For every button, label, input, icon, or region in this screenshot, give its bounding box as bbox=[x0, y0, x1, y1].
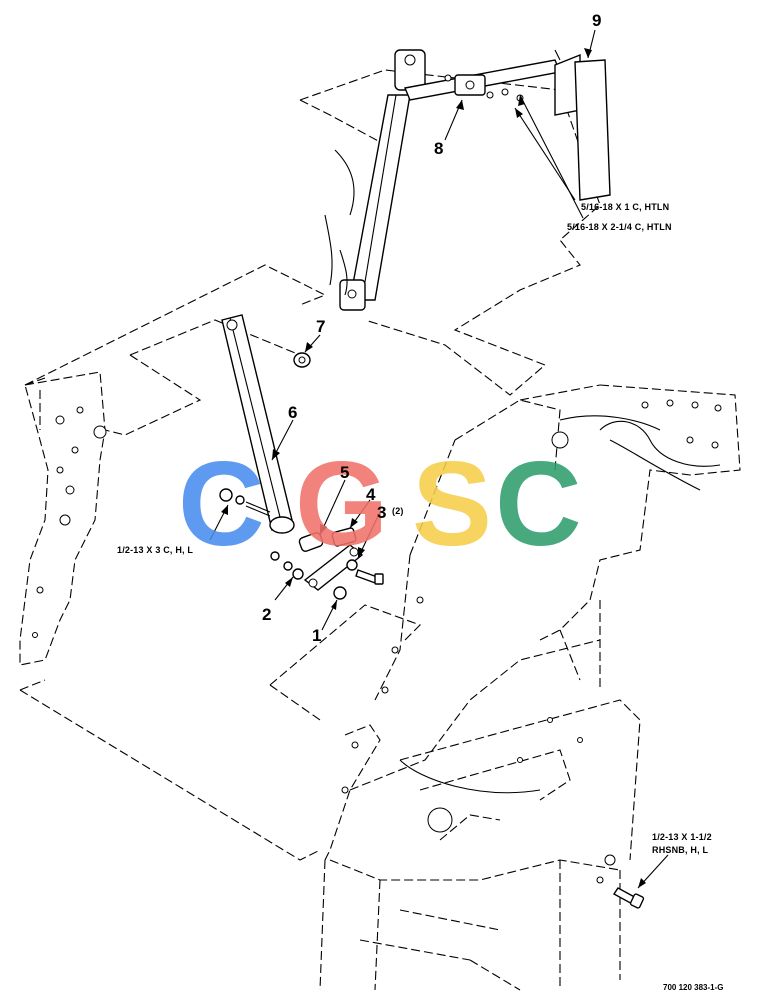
part-4-block bbox=[331, 527, 357, 547]
part-5-spacer bbox=[298, 532, 324, 552]
callout-3-qty: (2) bbox=[392, 506, 404, 516]
callout-5: 5 bbox=[340, 463, 349, 482]
upper-deck-outline bbox=[299, 69, 601, 396]
part-1-nut bbox=[333, 586, 347, 600]
linkage-bracket bbox=[404, 59, 561, 102]
callout-1: 1 bbox=[312, 626, 321, 645]
bolt-c-hardware bbox=[219, 488, 271, 517]
hardware-note-bolt-d-line1: 1/2-13 X 1-1/2 bbox=[652, 832, 712, 842]
callout-9: 9 bbox=[592, 11, 601, 30]
lower-deck-outline bbox=[19, 604, 421, 861]
hardware-note-bolt-c: 1/2-13 X 3 C, H, L bbox=[117, 545, 193, 555]
document-number: 700 120 383-1-G bbox=[663, 983, 724, 992]
lift-cylinder bbox=[324, 49, 426, 311]
callout-7: 7 bbox=[316, 317, 325, 336]
watermark-letter-1: C bbox=[178, 437, 265, 571]
watermark-letter-2: G bbox=[295, 437, 388, 571]
callout-2: 2 bbox=[262, 605, 271, 624]
watermark-letter-3: S bbox=[412, 437, 492, 571]
callout-3: 3 bbox=[377, 503, 386, 522]
left-frame-plate bbox=[19, 371, 107, 666]
callout-4: 4 bbox=[366, 485, 376, 504]
callouts: 9 8 7 6 5 4 3 (2) 2 1 bbox=[262, 11, 601, 645]
hardware-note-bolt-b: 5/16-18 X 2-1/4 C, HTLN bbox=[567, 222, 672, 232]
part-7-bushing bbox=[293, 352, 311, 368]
part-9-tube bbox=[554, 49, 611, 201]
part-2-nut bbox=[292, 568, 304, 580]
middle-deck-outline bbox=[24, 264, 327, 436]
lower-link-hardware bbox=[270, 527, 384, 600]
bolt-d-hardware bbox=[612, 887, 645, 909]
callout-6: 6 bbox=[288, 403, 297, 422]
callout-8: 8 bbox=[434, 139, 443, 158]
hardware-note-bolt-a: 5/16-18 X 1 C, HTLN bbox=[581, 202, 669, 212]
hardware-note-bolt-d-line2: RHSNB, H, L bbox=[652, 845, 709, 855]
watermark-letter-4: C bbox=[495, 437, 582, 571]
part-6-arm bbox=[221, 314, 295, 534]
part-3-washer bbox=[346, 559, 358, 571]
watermark: C G S C bbox=[178, 437, 582, 571]
hardware-notes: 5/16-18 X 1 C, HTLN 5/16-18 X 2-1/4 C, H… bbox=[117, 202, 712, 855]
leader-lines bbox=[209, 29, 669, 889]
